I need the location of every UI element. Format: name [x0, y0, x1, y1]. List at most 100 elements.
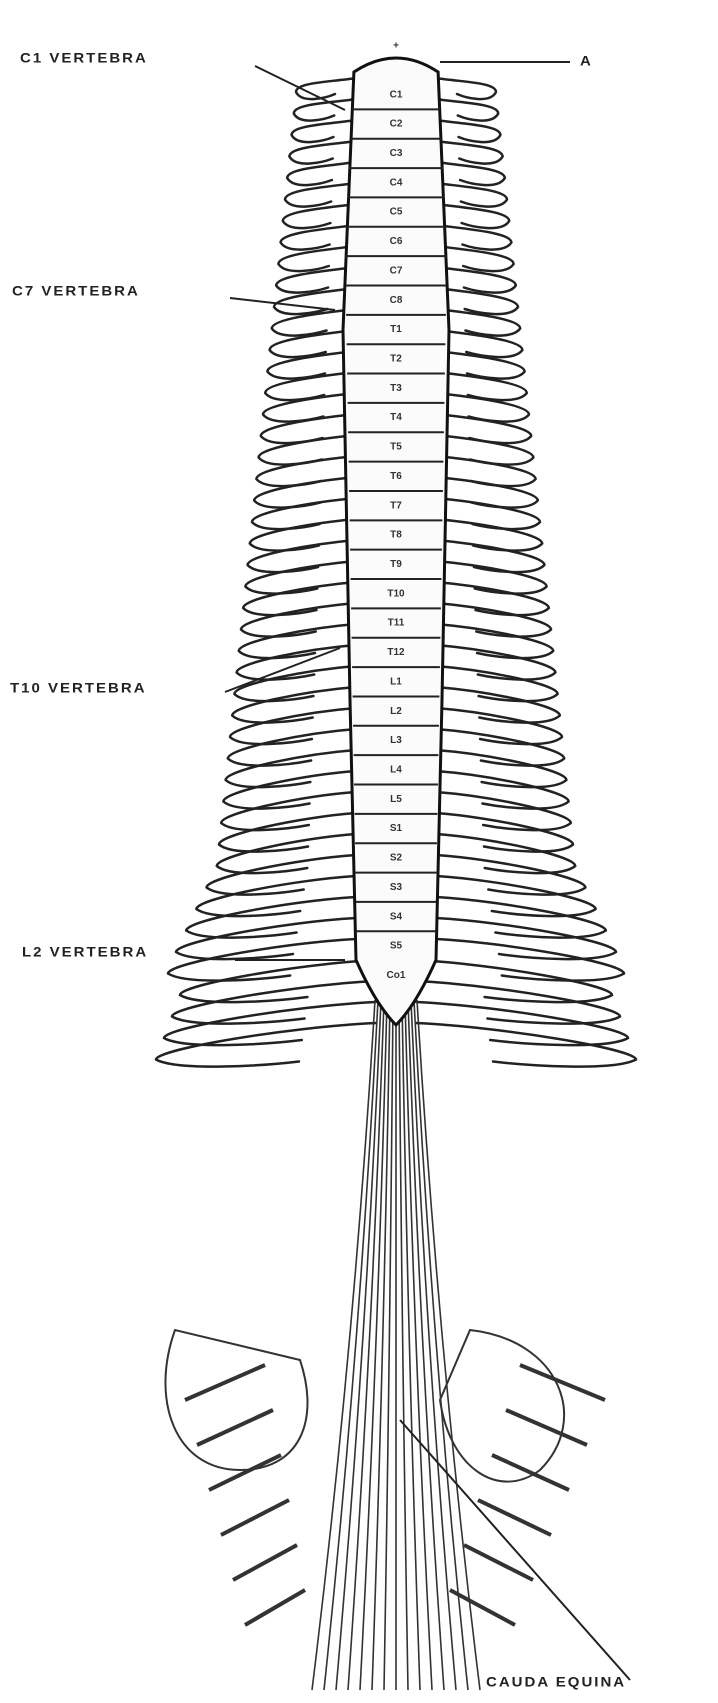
segment-label: C6 — [390, 236, 403, 247]
right-spinal-nerve — [436, 771, 569, 809]
left-spinal-nerve — [294, 99, 356, 121]
left-spinal-nerve — [252, 498, 356, 529]
segment-label: C5 — [390, 207, 403, 218]
left-sacral-root — [245, 1590, 305, 1625]
marker-a-label: A — [580, 54, 593, 69]
right-spinal-nerve — [436, 918, 616, 959]
right-sacral-root — [506, 1410, 587, 1445]
left-spinal-nerve — [172, 981, 376, 1024]
segment-label: S5 — [390, 941, 403, 952]
cauda-equina-label: CAUDA EQUINA — [486, 1675, 626, 1690]
segment-label: T2 — [390, 354, 402, 365]
left-spinal-nerve — [283, 204, 356, 228]
segment-label: T5 — [390, 442, 402, 453]
segment-label: T3 — [390, 383, 402, 394]
left-spinal-nerve — [289, 141, 356, 164]
left-spinal-nerve — [287, 162, 356, 185]
l2-vertebra-label: L2 VERTEBRA — [22, 945, 148, 960]
left-spinal-nerve — [207, 855, 356, 895]
right-spinal-nerve — [436, 120, 500, 142]
left-spinal-nerve — [223, 771, 356, 809]
left-spinal-nerve — [196, 876, 356, 916]
right-spinal-nerve — [436, 813, 573, 852]
left-spinal-nerve — [219, 813, 356, 852]
right-spinal-nerve — [436, 183, 507, 207]
left-sacral-root — [185, 1365, 265, 1400]
c7-vertebra-label: C7 VERTEBRA — [12, 284, 140, 299]
segment-label: S4 — [390, 911, 403, 922]
segment-label: L4 — [390, 764, 402, 775]
t10-vertebra-label: T10 VERTEBRA — [10, 681, 147, 696]
segment-label: L1 — [390, 676, 402, 687]
cauda-equina-fibers — [312, 1000, 480, 1690]
segment-label: T6 — [390, 471, 402, 482]
segment-label: C2 — [390, 119, 403, 130]
right-spinal-nerve — [436, 162, 505, 185]
right-spinal-nerve — [436, 498, 540, 529]
left-sacral-root — [197, 1410, 273, 1445]
left-sacral-root — [209, 1455, 281, 1490]
c1-vertebra-label: C1 VERTEBRA — [20, 51, 148, 66]
left-spinal-nerve — [261, 414, 356, 443]
left-sacral-root — [221, 1500, 289, 1535]
right-spinal-nerve — [436, 456, 536, 486]
segment-label: C7 — [390, 265, 403, 276]
segment-label: S3 — [390, 882, 403, 893]
segment-label: L2 — [390, 706, 402, 717]
segment-label: T8 — [390, 530, 402, 541]
segment-label: L5 — [390, 794, 402, 805]
right-spinal-nerve — [436, 855, 585, 895]
right-spinal-nerve — [436, 99, 498, 121]
right-sacral-root — [464, 1545, 533, 1580]
segment-label: S2 — [390, 853, 403, 864]
left-spinal-nerve — [256, 456, 356, 486]
segment-label: C4 — [390, 177, 403, 188]
segment-label: L3 — [390, 735, 402, 746]
right-spinal-nerve — [436, 78, 496, 99]
right-spinal-nerve — [436, 834, 575, 873]
segment-label: T4 — [390, 412, 402, 423]
top-marker: + — [393, 41, 399, 52]
left-spinal-nerve — [254, 477, 356, 508]
segment-label: C3 — [390, 148, 403, 159]
cauda-fiber — [411, 1000, 456, 1690]
left-spinal-nerve — [285, 183, 356, 207]
segment-label: C1 — [390, 89, 403, 100]
segment-label: C8 — [390, 295, 403, 306]
left-spinal-nerve — [186, 897, 356, 938]
right-sacral-root — [478, 1500, 551, 1535]
spinal-cord-outline — [343, 58, 449, 1025]
left-spinal-nerve — [281, 225, 356, 250]
left-sacral-root — [233, 1545, 297, 1580]
left-spinal-nerve — [176, 918, 356, 959]
segment-label: T7 — [390, 500, 402, 511]
right-spinal-nerve — [436, 708, 562, 744]
right-spinal-nerve — [436, 414, 531, 443]
right-spinal-nerve — [436, 792, 571, 830]
right-sacral-root — [520, 1365, 605, 1400]
left-spinal-nerve — [259, 435, 356, 465]
segment-label: S1 — [390, 823, 403, 834]
segment-label: T9 — [390, 559, 402, 570]
right-spinal-nerve — [416, 981, 620, 1024]
right-spinal-nerve — [436, 939, 624, 981]
cauda-fiber — [336, 1000, 381, 1690]
segment-label: T10 — [387, 588, 405, 599]
left-spinal-nerve — [226, 750, 356, 787]
cauda-fiber — [402, 1000, 420, 1690]
segment-label: T12 — [387, 647, 405, 658]
right-spinal-nerve — [436, 477, 538, 508]
cauda-fiber — [372, 1000, 390, 1690]
right-spinal-nerve — [436, 729, 564, 766]
right-spinal-nerve — [436, 204, 509, 228]
right-spinal-nerve — [436, 876, 596, 916]
right-spinal-nerve — [436, 750, 566, 787]
left-spinal-nerve — [296, 78, 356, 99]
right-spinal-nerve — [436, 435, 533, 465]
right-spinal-nerve — [436, 225, 511, 250]
right-spinal-nerve — [436, 897, 606, 938]
left-spinal-nerve — [292, 120, 356, 142]
segment-label: T1 — [390, 324, 402, 335]
right-spinal-nerve — [436, 141, 503, 164]
c1-leader-line — [255, 66, 345, 110]
